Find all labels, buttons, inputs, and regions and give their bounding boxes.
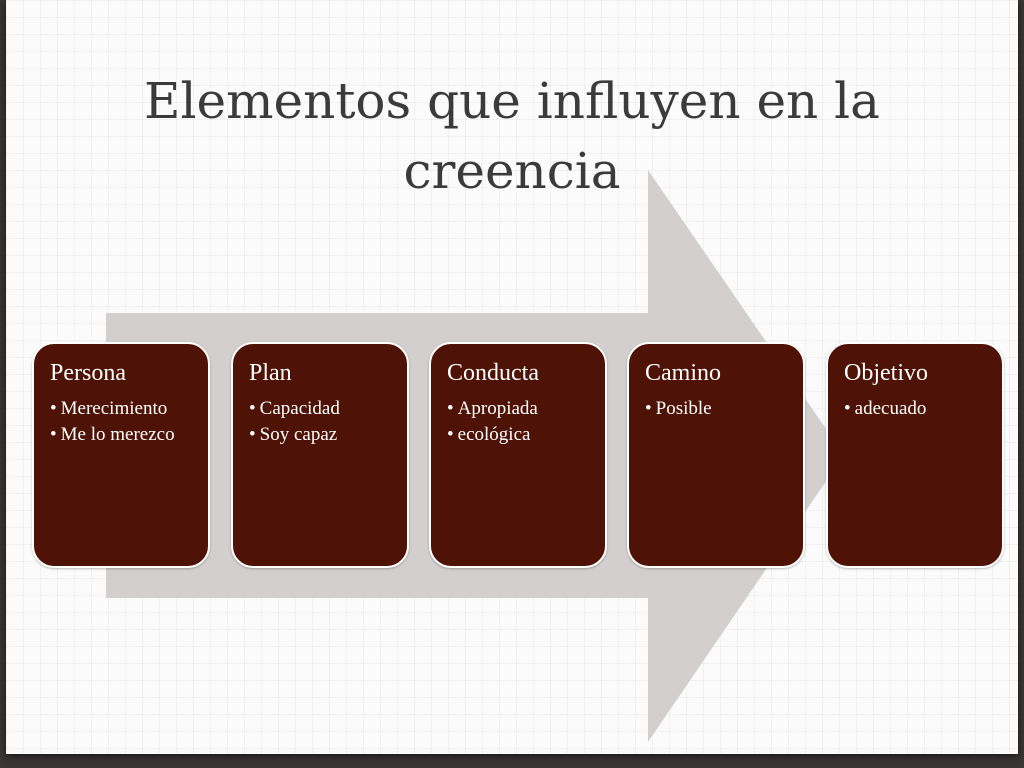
slide-title-line-2: creencia [403, 142, 621, 200]
slide-title-line-1: Elementos que influyen en la [144, 72, 880, 130]
step-item: Capacidad [249, 396, 395, 422]
step-box-objetivo: Objetivo adecuado [826, 342, 1004, 568]
slide-title: Elementos que influyen en la creencia [6, 66, 1018, 206]
step-item: ecológica [447, 422, 593, 448]
step-items: Posible [645, 396, 791, 422]
step-box-plan: Plan Capacidad Soy capaz [231, 342, 409, 568]
step-box-conducta: Conducta Apropiada ecológica [429, 342, 607, 568]
step-item: adecuado [844, 396, 990, 422]
step-title: Plan [249, 360, 292, 386]
step-title: Camino [645, 360, 721, 386]
step-title: Objetivo [844, 360, 928, 386]
step-items: adecuado [844, 396, 990, 422]
process-steps: Persona Merecimiento Me lo merezco Plan … [6, 0, 1018, 754]
step-title: Conducta [447, 360, 539, 386]
step-title: Persona [50, 360, 126, 386]
step-item: Merecimiento [50, 396, 196, 422]
step-item: Soy capaz [249, 422, 395, 448]
step-box-camino: Camino Posible [627, 342, 805, 568]
step-item: Posible [645, 396, 791, 422]
step-item: Apropiada [447, 396, 593, 422]
step-items: Merecimiento Me lo merezco [50, 396, 196, 448]
step-box-persona: Persona Merecimiento Me lo merezco [32, 342, 210, 568]
step-items: Capacidad Soy capaz [249, 396, 395, 448]
step-item: Me lo merezco [50, 422, 196, 448]
step-items: Apropiada ecológica [447, 396, 593, 448]
slide: Elementos que influyen en la creencia Pe… [6, 0, 1018, 754]
